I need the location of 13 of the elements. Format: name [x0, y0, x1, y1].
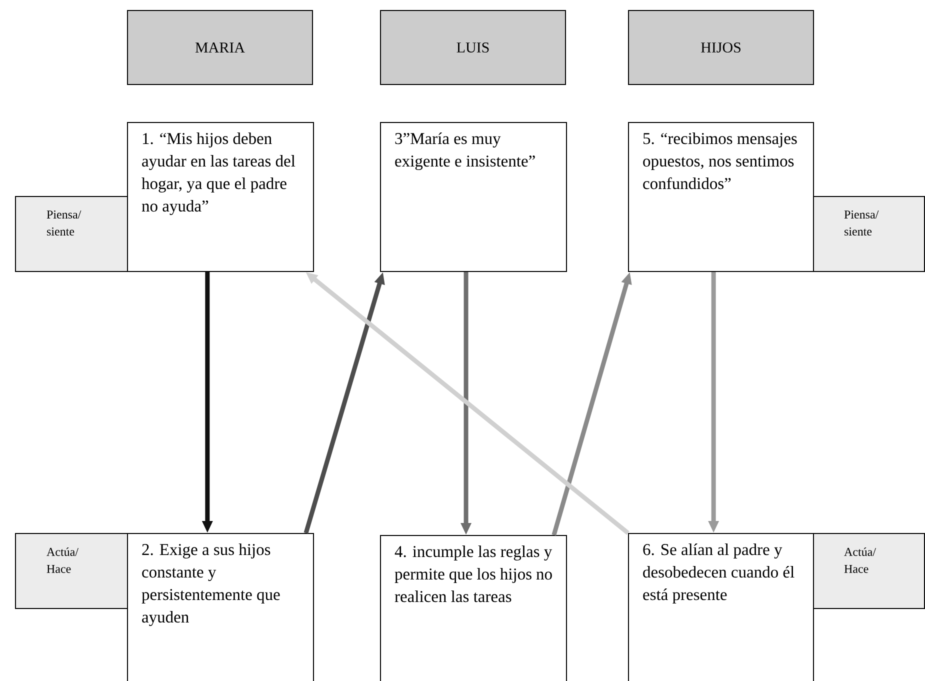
text-box: 3”María es muy exigente e insistente” — [380, 122, 567, 272]
row-label-box: Actúa/ Hace — [813, 533, 925, 609]
row-label-box: Piensa/ siente — [813, 196, 925, 272]
text-box: 2. Exige a sus hijos constante y persistentemente que ayuden — [127, 533, 314, 681]
text-box: 4. incumple las reglas y permite que los hijos no realicen las tareas — [380, 535, 567, 681]
text-box: 5. “recibimos mensajes opuestos, nos sentimos confundidos” — [628, 122, 814, 272]
header-box: HIJOS — [628, 10, 814, 85]
header-box: LUIS — [380, 10, 566, 85]
header-box: MARIA — [127, 10, 313, 85]
text-box: 6. Se alían al padre y desobedecen cuando él está presente — [628, 533, 814, 681]
row-label-box: Actúa/ Hace — [15, 533, 128, 609]
text-box: 1. “Mis hijos deben ayudar en las tareas del hogar, ya que el padre no ayuda” — [127, 122, 314, 272]
row-label-box: Piensa/ siente — [15, 196, 128, 272]
